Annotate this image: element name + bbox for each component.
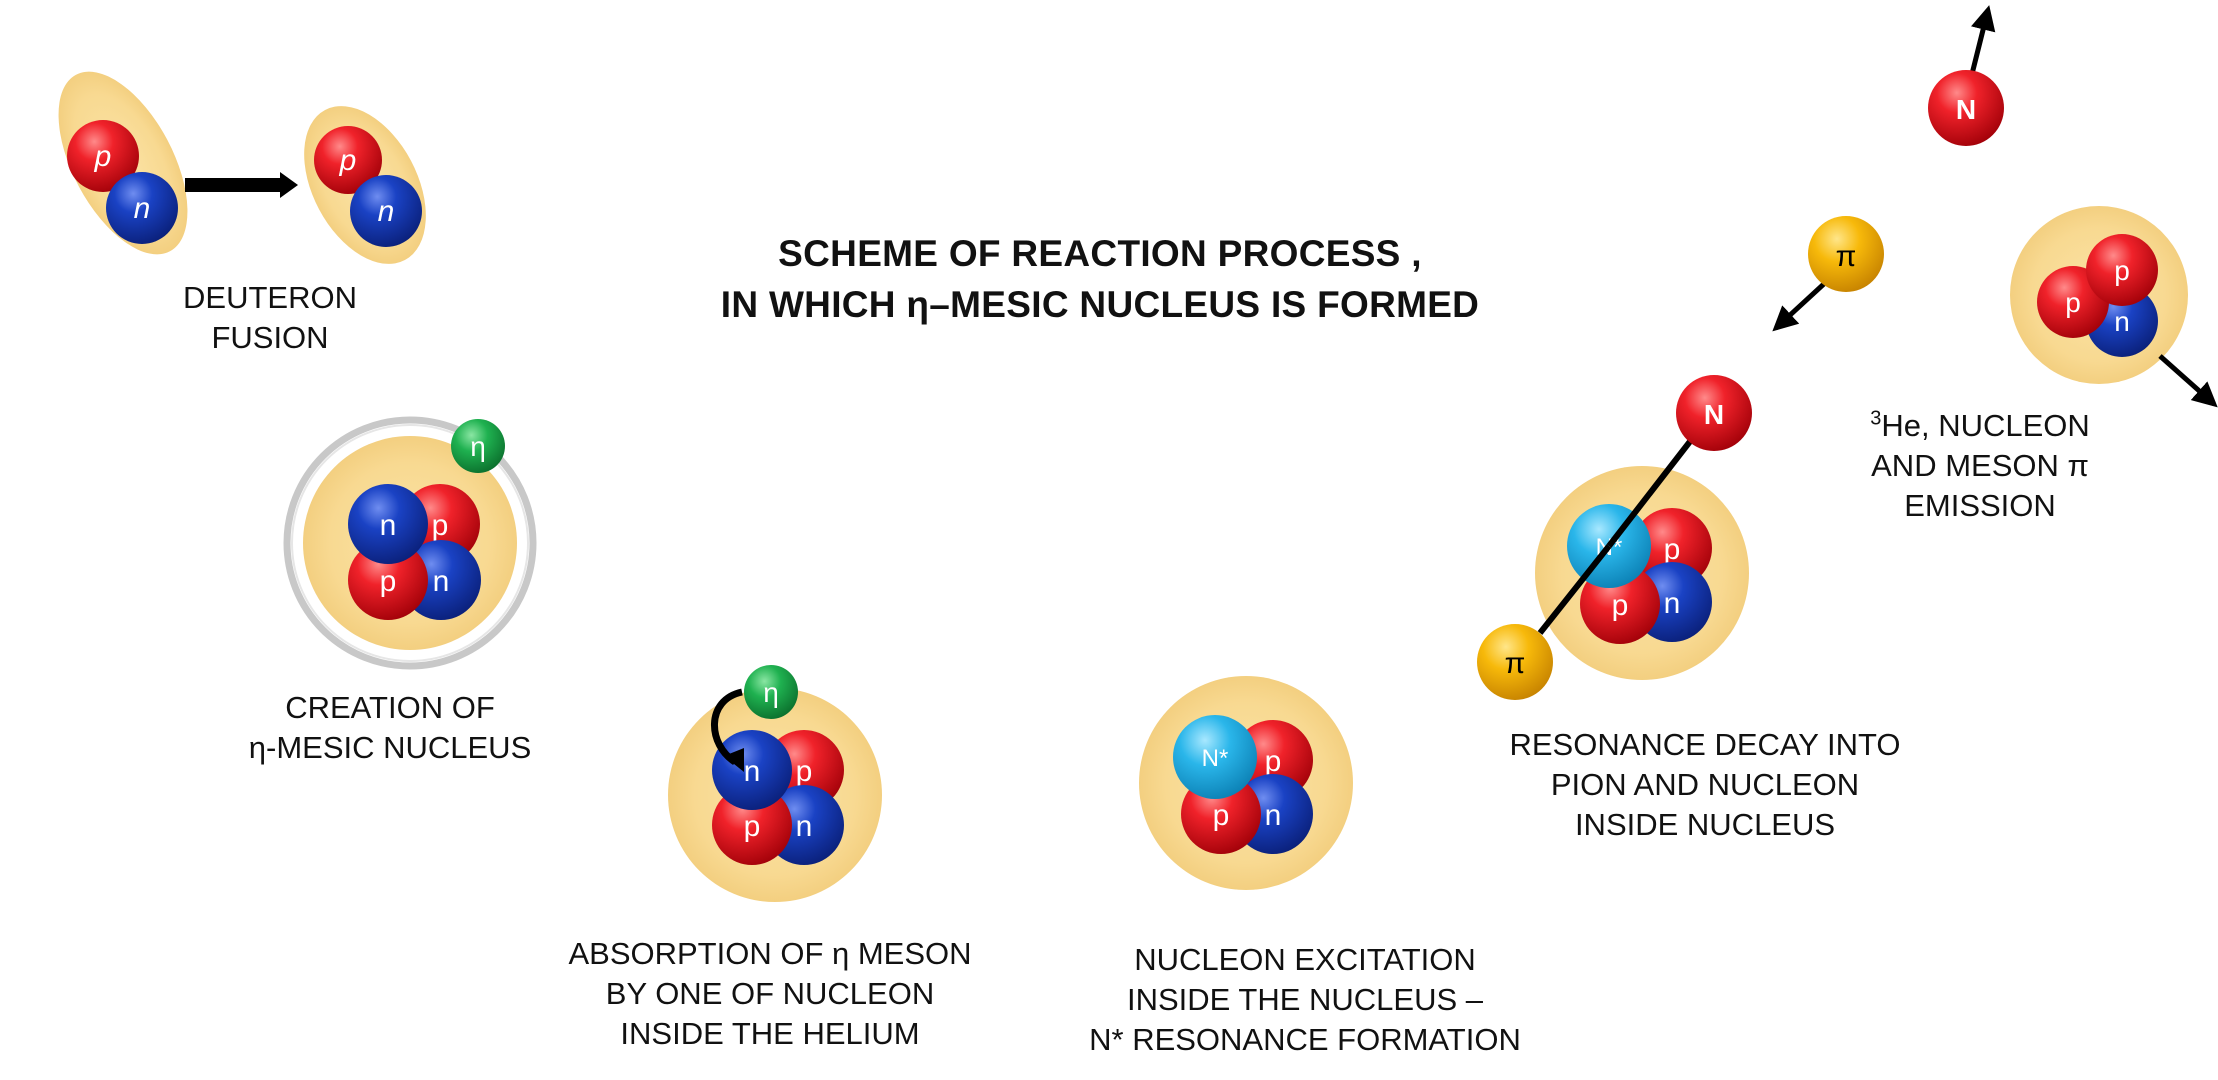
- caption-line: BY ONE OF NUCLEON: [605, 976, 935, 1011]
- caption-line: CREATION OF: [285, 690, 495, 725]
- caption-text: He, NUCLEON: [1881, 408, 2090, 443]
- neutron-label: n: [2114, 306, 2130, 337]
- neutron-label: n: [1265, 799, 1282, 832]
- pion-label: π: [1836, 240, 1857, 273]
- neutron-particle: n: [350, 175, 422, 247]
- resonance-label: N*: [1202, 745, 1229, 772]
- proton-label: p: [1265, 745, 1282, 778]
- proton-label: p: [1664, 533, 1681, 566]
- caption-creation: CREATION OF η-MESIC NUCLEUS: [220, 688, 560, 768]
- caption-line: RESONANCE DECAY INTO: [1509, 727, 1901, 762]
- nucleon-particle: N: [1928, 70, 2004, 146]
- pion-particle: π: [1808, 216, 1884, 292]
- neutron-label: n: [380, 509, 397, 542]
- diagram-title: SCHEME OF REACTION PROCESS , IN WHICH η–…: [600, 228, 1600, 330]
- helium-trajectory-arrow: [2158, 354, 2218, 408]
- nucleon-particle: N: [1676, 375, 1752, 451]
- caption-emission: 3He, NUCLEON AND MESON π EMISSION: [1850, 406, 2110, 526]
- eta-label: η: [470, 431, 486, 462]
- fusion-arrow: [185, 172, 298, 198]
- caption-line: INSIDE NUCLEUS: [1574, 807, 1836, 842]
- absorption-nucleus: p n p n η: [668, 665, 882, 902]
- proton-label: p: [380, 565, 397, 598]
- proton-label: p: [94, 140, 112, 173]
- caption-line: 3He, NUCLEON: [1850, 406, 2110, 446]
- deuteron-after: p n: [304, 106, 426, 264]
- caption-line: EMISSION: [1904, 488, 2056, 523]
- proton-label: p: [796, 755, 813, 788]
- eta-label: η: [763, 677, 779, 708]
- caption-line: INSIDE THE HELIUM: [620, 1016, 920, 1051]
- title-line-1: SCHEME OF REACTION PROCESS ,: [778, 233, 1422, 274]
- pion-label: π: [1505, 647, 1526, 680]
- proton-label: p: [1213, 799, 1230, 832]
- nucleon-trajectory-arrow: [1969, 5, 1996, 75]
- neutron-label: n: [378, 195, 395, 228]
- caption-line: NUCLEON EXCITATION: [1134, 942, 1476, 977]
- emission-products: N π n p p: [1772, 5, 2218, 408]
- neutron-label: n: [744, 755, 761, 788]
- neutron-particle: n: [348, 484, 428, 564]
- pion-trajectory-arrow: [1772, 280, 1828, 332]
- caption-absorption: ABSORPTION OF η MESON BY ONE OF NUCLEON …: [520, 934, 1020, 1054]
- proton-particle: p: [712, 785, 792, 865]
- proton-particle: p: [2086, 234, 2158, 306]
- caption-line: DEUTERON: [183, 280, 357, 315]
- proton-particle: p: [314, 126, 382, 194]
- caption-line: η-MESIC NUCLEUS: [248, 730, 532, 765]
- proton-particle: p: [348, 540, 428, 620]
- decay-line-pion: [1537, 544, 1612, 635]
- pion-particle: π: [1477, 624, 1553, 700]
- caption-decay: RESONANCE DECAY INTO PION AND NUCLEON IN…: [1470, 725, 1940, 845]
- caption-line: N* RESONANCE FORMATION: [1089, 1022, 1521, 1057]
- superscript-mass-number: 3: [1870, 407, 1882, 430]
- caption-line: PION AND NUCLEON: [1550, 767, 1860, 802]
- proton-label: p: [339, 144, 357, 177]
- neutron-label: n: [433, 565, 450, 598]
- proton-label: p: [1612, 589, 1629, 622]
- proton-label: p: [2065, 287, 2081, 318]
- excitation-nucleus: p n p N*: [1139, 676, 1353, 890]
- resonance-particle: N*: [1173, 715, 1257, 799]
- decay-line-nucleon: [1606, 433, 1698, 548]
- neutron-particle: n: [712, 730, 792, 810]
- nucleon-label: N: [1704, 399, 1724, 430]
- helium-3-nucleus: n p p: [2010, 206, 2218, 408]
- orbit-ring: [283, 416, 537, 670]
- decay-nucleus: p n p N* N π: [1477, 375, 1752, 700]
- eta-meson: η: [451, 419, 505, 473]
- nucleon-label: N: [1956, 94, 1976, 125]
- deuteron-before: p n: [58, 71, 188, 255]
- caption-excitation: NUCLEON EXCITATION INSIDE THE NUCLEUS – …: [1050, 940, 1560, 1060]
- caption-line: AND MESON π: [1871, 448, 2089, 483]
- neutron-label: n: [134, 192, 151, 225]
- caption-line: INSIDE THE NUCLEUS –: [1126, 982, 1483, 1017]
- title-line-2: IN WHICH η–MESIC NUCLEUS IS FORMED: [720, 284, 1480, 325]
- eta-mesic-nucleus: p n p n η: [283, 416, 537, 670]
- caption-deuteron-fusion: DEUTERON FUSION: [150, 278, 390, 358]
- proton-label: p: [432, 509, 449, 542]
- neutron-particle: n: [106, 172, 178, 244]
- neutron-label: n: [1664, 587, 1681, 620]
- caption-line: FUSION: [211, 320, 329, 355]
- proton-label: p: [744, 810, 761, 843]
- proton-particle: p: [67, 120, 139, 192]
- neutron-label: n: [796, 810, 813, 843]
- eta-meson: η: [744, 665, 798, 719]
- proton-label: p: [2114, 255, 2130, 286]
- caption-line: ABSORPTION OF η MESON: [568, 936, 972, 971]
